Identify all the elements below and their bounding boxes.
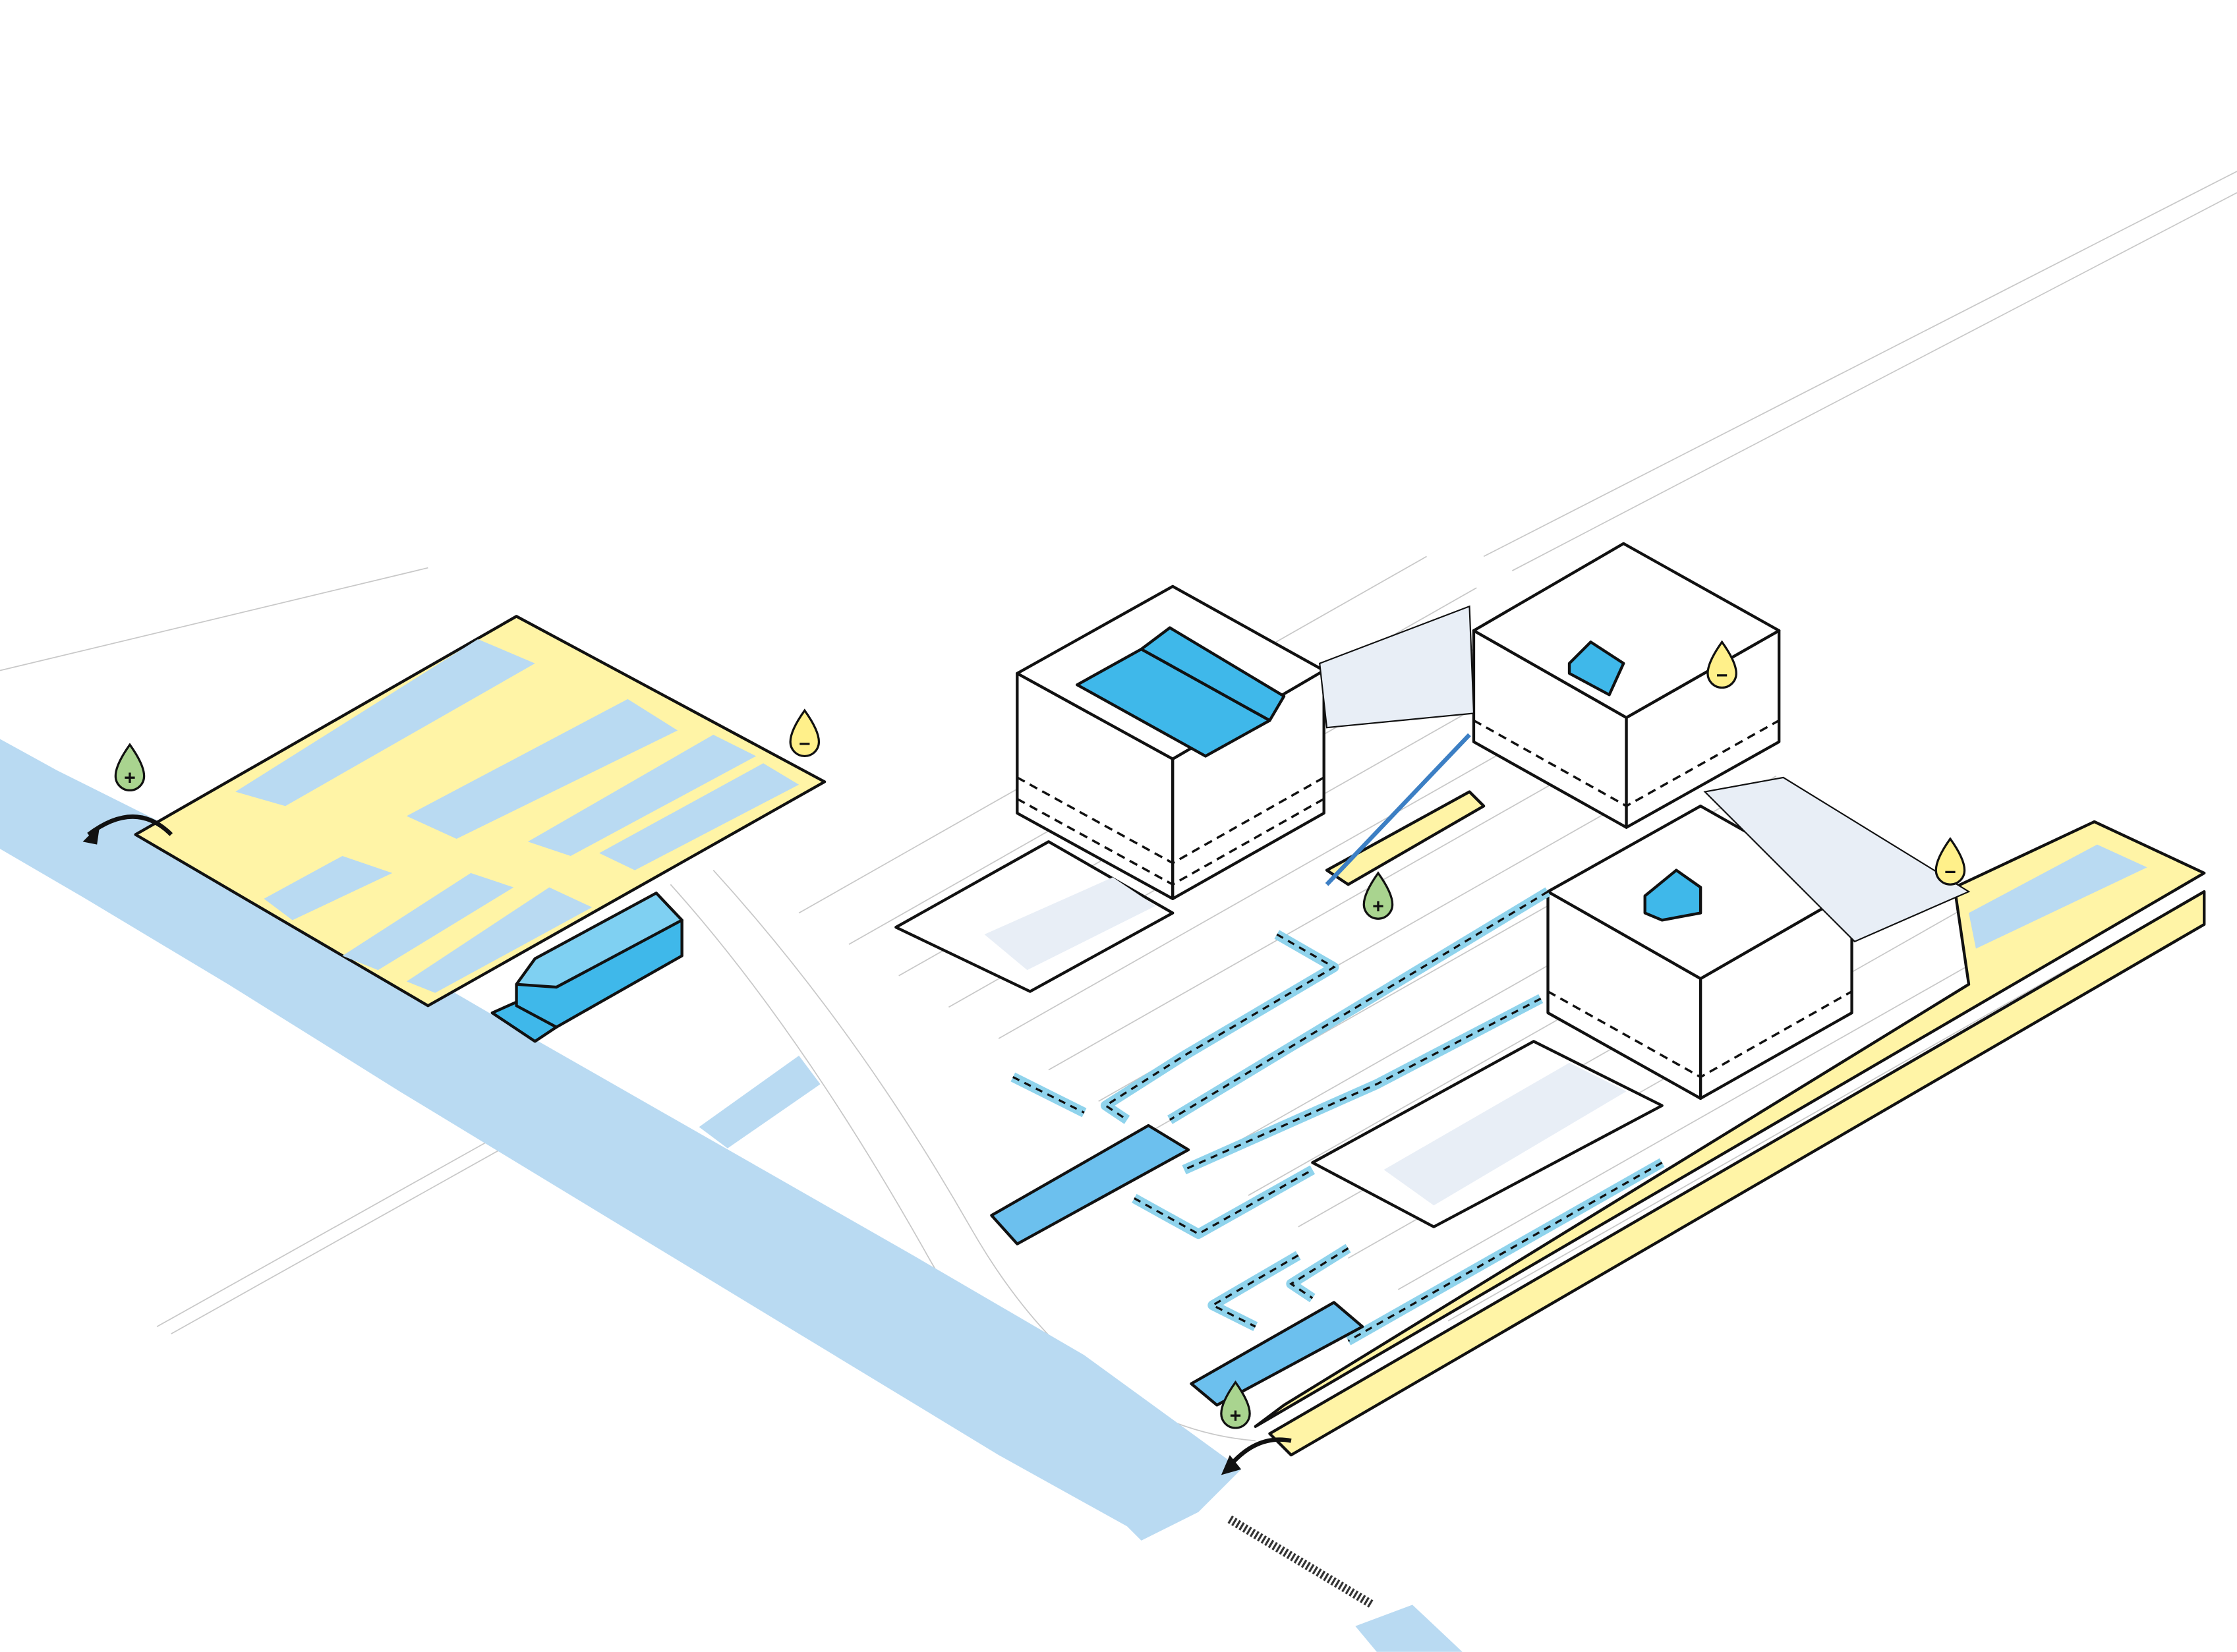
bioswale xyxy=(527,734,757,856)
street-line xyxy=(1447,963,2076,1322)
drop-plus-icon: + xyxy=(1362,871,1394,920)
drop-minus-label: − xyxy=(1944,862,1956,884)
retention-pool xyxy=(990,1124,1190,1245)
drop-minus-icon: − xyxy=(1706,640,1737,689)
arrowhead xyxy=(82,824,100,845)
drop-minus-label: − xyxy=(1716,665,1728,687)
building-2 xyxy=(1319,542,1781,886)
drop-plus-label: + xyxy=(1372,896,1384,918)
water-storage-building xyxy=(490,892,683,1043)
drop-plus-label: + xyxy=(124,768,136,789)
street-line xyxy=(1397,932,2027,1290)
park-strip-mid xyxy=(1325,790,1486,886)
drop-minus-label: − xyxy=(799,733,811,755)
drop-minus-icon: − xyxy=(789,708,821,758)
bioswale xyxy=(599,763,799,870)
runoff-flow-paths xyxy=(1010,887,1665,1346)
bioswale xyxy=(406,698,678,839)
drop-plus-icon: + xyxy=(114,743,146,792)
drop-minus-icon: − xyxy=(1934,837,1966,886)
canal-end xyxy=(1355,1605,1463,1652)
bioswale xyxy=(264,855,393,921)
canal-branch xyxy=(699,1055,821,1149)
drop-plus-icon: + xyxy=(1220,1380,1251,1429)
bioswale xyxy=(406,887,593,993)
retention-pool xyxy=(1190,1301,1364,1407)
bioswale xyxy=(235,639,535,807)
drop-plus-label: + xyxy=(1230,1405,1242,1427)
bioswale xyxy=(342,872,514,971)
bridge xyxy=(1227,1515,1375,1609)
arrowhead xyxy=(1221,1455,1242,1475)
building-3 xyxy=(1311,776,1971,1228)
building-1 xyxy=(894,584,1325,993)
canal xyxy=(0,739,1242,1541)
bioswale xyxy=(1969,844,2147,949)
